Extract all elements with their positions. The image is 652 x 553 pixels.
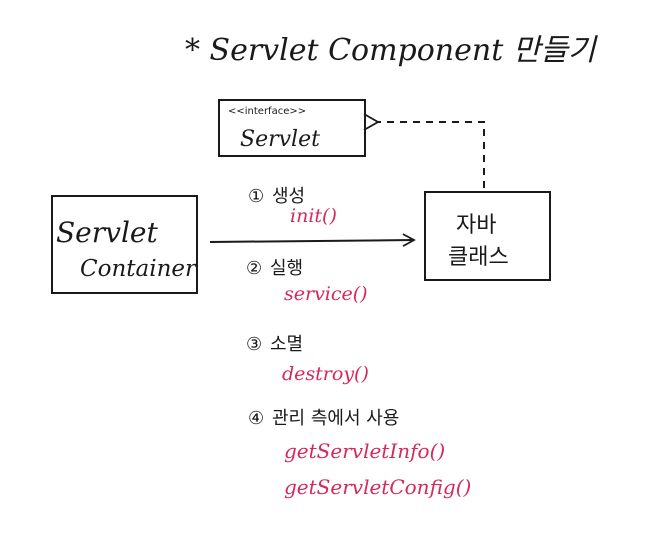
diagram-title: * Servlet Component 만들기 — [185, 33, 598, 68]
realization-dashed-line — [363, 113, 485, 188]
step-3-label: 소멸 — [270, 334, 303, 355]
step-1-method-1: init() — [290, 205, 337, 227]
step-3-method-1: destroy() — [282, 363, 369, 385]
step-2-label: 실행 — [270, 258, 303, 279]
java-class-line1: 자바 — [456, 213, 496, 238]
call-arrow — [209, 233, 416, 247]
step-4-method-2: getServletConfig() — [284, 475, 471, 499]
interface-stereotype: <<interface>> — [228, 106, 306, 117]
container-line2: Container — [80, 256, 198, 282]
java-class-box — [424, 191, 551, 281]
step-2-method-1: service() — [284, 283, 368, 305]
step-3-number: ③ — [246, 334, 262, 355]
java-class-line2: 클래스 — [448, 245, 509, 270]
step-1-label: 생성 — [272, 186, 305, 207]
step-4-label: 관리 측에서 사용 — [272, 408, 399, 429]
step-4-number: ④ — [248, 408, 264, 429]
step-1-number: ① — [248, 186, 264, 207]
container-line1: Servlet — [56, 216, 158, 249]
servlet-container-box — [51, 195, 198, 294]
step-4-method-1: getServletInfo() — [284, 439, 445, 463]
interface-name: Servlet — [240, 127, 320, 152]
step-2-number: ② — [246, 258, 262, 279]
